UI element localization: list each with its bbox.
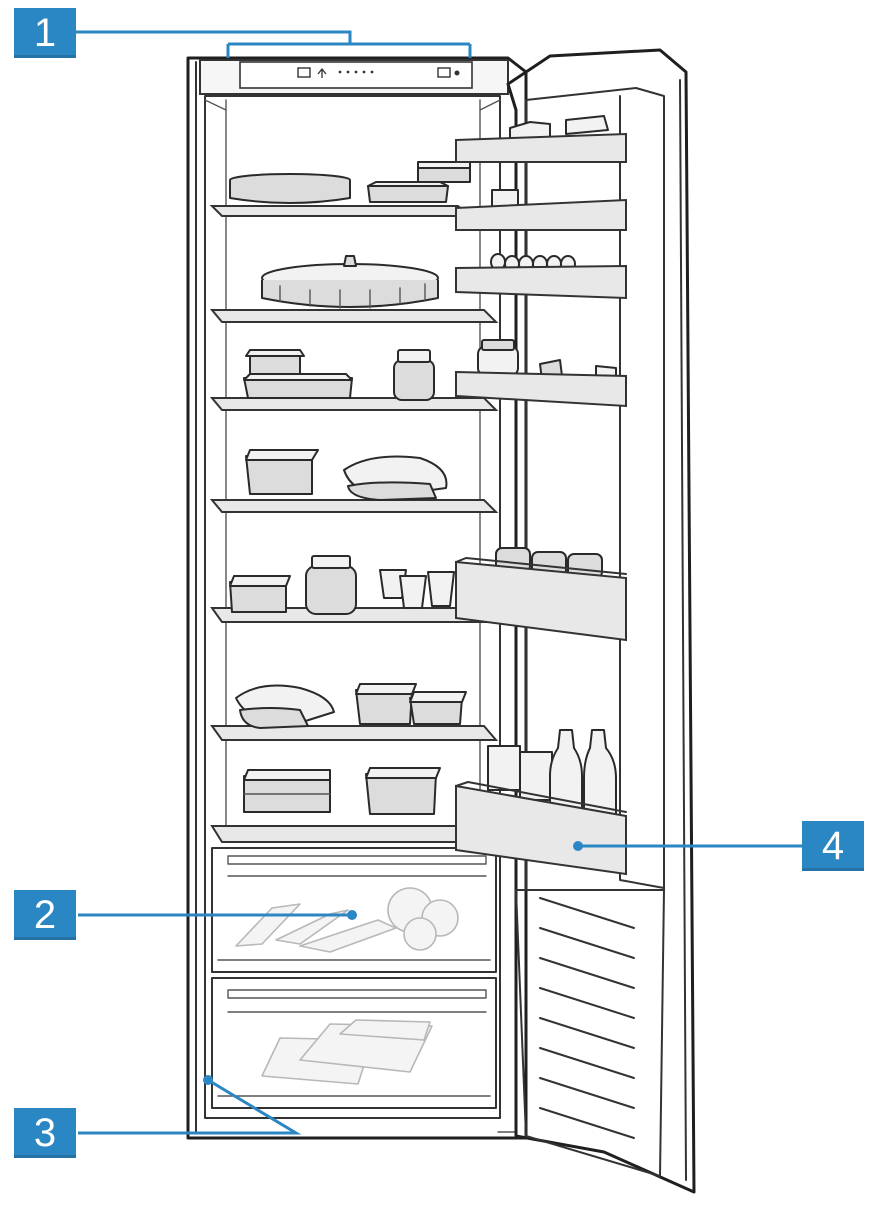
callout-2: 2 bbox=[14, 890, 76, 940]
shelf-3 bbox=[209, 349, 499, 411]
shelf-4 bbox=[209, 449, 499, 513]
callout-1: 1 bbox=[14, 8, 76, 58]
bottom-drawer bbox=[211, 977, 497, 1109]
bottle-icons bbox=[549, 729, 617, 817]
callout-3: 3 bbox=[14, 1108, 76, 1158]
callout-4-label: 4 bbox=[821, 823, 845, 868]
door-bottle-rack bbox=[455, 729, 627, 876]
callout-line-2 bbox=[78, 910, 357, 920]
fridge-door bbox=[506, 48, 696, 1194]
door-rack-3 bbox=[455, 339, 627, 408]
shelf-7 bbox=[210, 767, 498, 843]
callout-line-4 bbox=[573, 841, 802, 851]
shelf-2 bbox=[209, 255, 499, 323]
door-rack-1 bbox=[455, 115, 627, 163]
callout-line-3 bbox=[78, 1075, 302, 1135]
shelf-1 bbox=[209, 161, 473, 217]
callout-4: 4 bbox=[802, 821, 864, 871]
callout-1-label: 1 bbox=[33, 10, 57, 55]
vegetable-drawer bbox=[211, 847, 497, 973]
callout-2-label: 2 bbox=[33, 892, 57, 937]
door-rack-4 bbox=[455, 547, 627, 642]
callout-line-1 bbox=[76, 30, 472, 58]
door-vents bbox=[539, 897, 635, 1139]
control-panel bbox=[199, 59, 509, 95]
door-rack-2 bbox=[455, 189, 627, 231]
door-rack-eggs bbox=[455, 253, 627, 300]
shelf-6 bbox=[210, 683, 499, 741]
callout-3-label: 3 bbox=[33, 1110, 57, 1155]
